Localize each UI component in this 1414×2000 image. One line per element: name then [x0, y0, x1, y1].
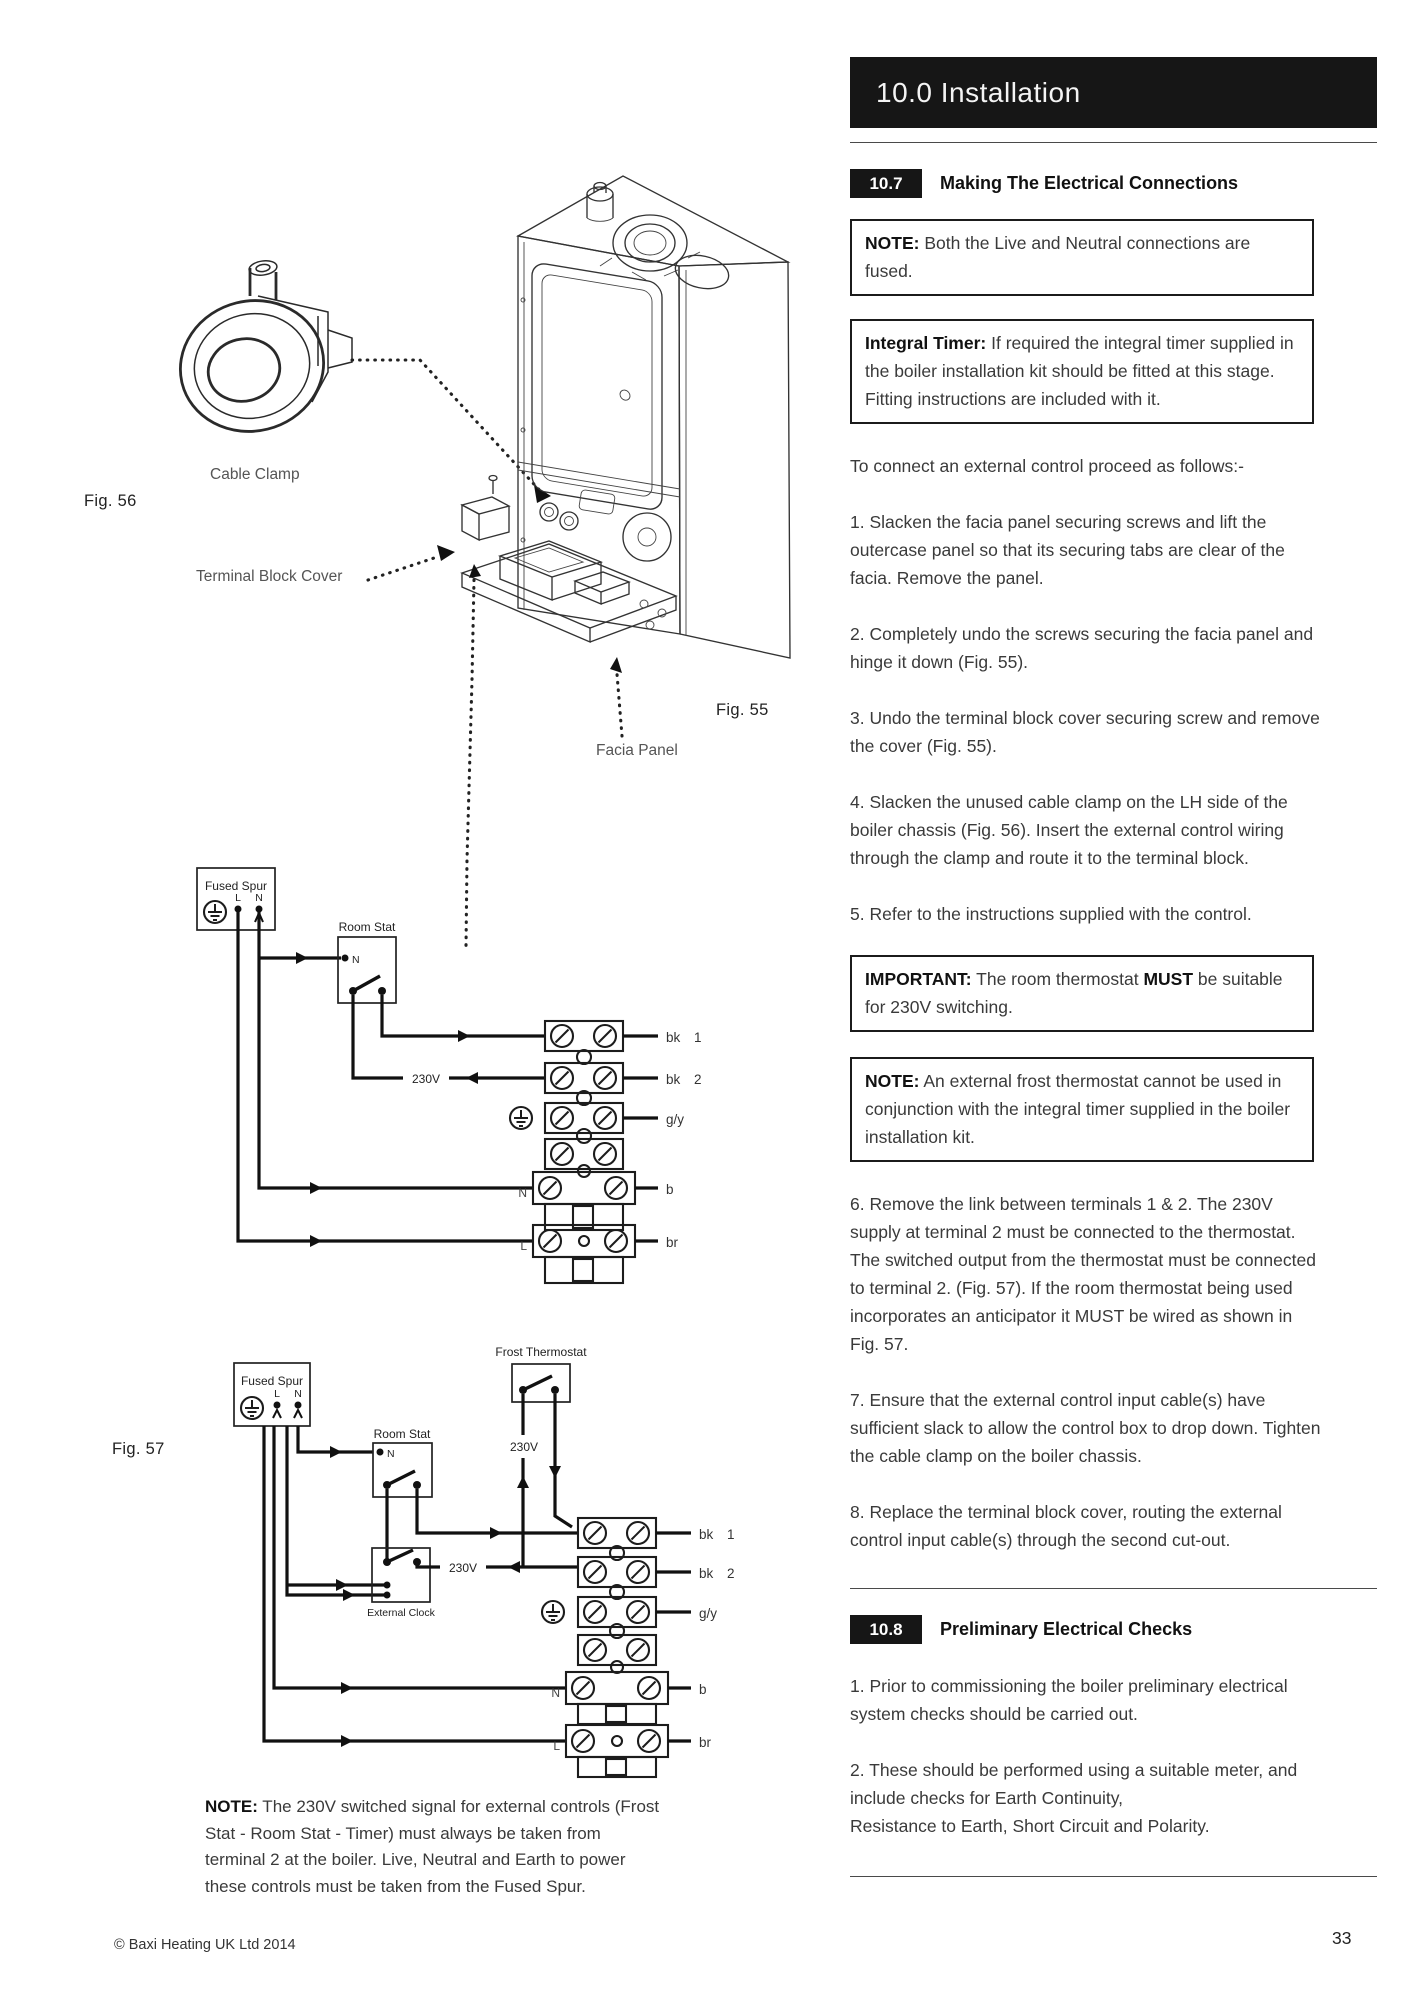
- important-text-2: be suitable for 230V switching.: [865, 969, 1283, 1017]
- important-text-1: The room thermostat: [971, 969, 1144, 989]
- divider: [850, 1876, 1377, 1877]
- page-title: 10.0 Installation: [876, 76, 1081, 108]
- integral-timer-box: Integral Timer: If required the integral…: [850, 319, 1314, 424]
- check-step-1: 1. Prior to commissioning the boiler pre…: [850, 1676, 1288, 1724]
- f57-l-label: L: [274, 1388, 280, 1400]
- important-box: IMPORTANT: The room thermostat MUST be s…: [850, 955, 1314, 1032]
- d1-l-terminal-label: L: [520, 1239, 527, 1253]
- f57-230v-left-label: 230V: [449, 1561, 477, 1575]
- text-column: 10.0 Installation 10.7 Making The Electr…: [850, 57, 1377, 1877]
- f57-terminal-bk2: bk: [699, 1566, 714, 1581]
- figures-artwork: Fused Spur L N Room Stat N: [178, 175, 791, 1779]
- facia-panel-label: Facia Panel: [596, 742, 678, 759]
- terminal-block-cover-label: Terminal Block Cover: [196, 568, 343, 585]
- step-2: 2. Completely undo the screws securing t…: [850, 624, 1314, 672]
- f57-room-stat-label: Room Stat: [374, 1427, 431, 1441]
- f57-n-terminal-label: N: [551, 1686, 560, 1700]
- d1-terminal-bk2: bk: [666, 1072, 681, 1087]
- intro-paragraph: To connect an external control proceed a…: [850, 456, 1244, 476]
- wiring-diagram-1: Fused Spur L N Room Stat N: [196, 867, 702, 1285]
- check-step-2: 2. These should be performed using a sui…: [850, 1760, 1298, 1836]
- figure-note-label: NOTE:: [205, 1797, 258, 1816]
- step-3: 3. Undo the terminal block cover securin…: [850, 708, 1320, 756]
- d1-fused-spur-label: Fused Spur: [205, 879, 267, 893]
- d1-stat-n-label: N: [352, 954, 360, 966]
- f57-l-terminal-label: L: [553, 1739, 560, 1753]
- integral-timer-text: If required the integral timer supplied …: [865, 333, 1294, 409]
- step-8: 8. Replace the terminal block cover, rou…: [850, 1502, 1282, 1550]
- note-text: Both the Live and Neutral connections ar…: [865, 233, 1251, 281]
- f57-terminal-gy: g/y: [699, 1606, 717, 1621]
- d1-terminal-bk2-num: 2: [694, 1072, 702, 1087]
- d1-terminal-br: br: [666, 1235, 679, 1250]
- section-10-8-heading: 10.8 Preliminary Electrical Checks: [850, 1615, 1377, 1644]
- note-box-frost: NOTE: An external frost thermostat canno…: [850, 1057, 1314, 1162]
- d1-l-label: L: [235, 892, 241, 904]
- fig56-cable-clamp-drawing: [178, 260, 551, 503]
- note2-text: An external frost thermostat cannot be u…: [865, 1071, 1291, 1147]
- f57-terminal-b: b: [699, 1682, 707, 1697]
- f57-terminal-bk1: bk: [699, 1527, 714, 1542]
- step-7: 7. Ensure that the external control inpu…: [850, 1390, 1321, 1466]
- section-header-bar: 10.0 Installation: [850, 57, 1377, 128]
- integral-timer-label: Integral Timer:: [865, 333, 987, 353]
- f57-fused-spur-label: Fused Spur: [241, 1374, 303, 1388]
- f57-frost-label: Frost Thermostat: [495, 1345, 587, 1359]
- f57-n-label: N: [294, 1388, 302, 1400]
- fig56-caption: Fig. 56: [84, 492, 137, 510]
- note-box-fused: NOTE: Both the Live and Neutral connecti…: [850, 219, 1314, 296]
- section-title: Preliminary Electrical Checks: [940, 1619, 1193, 1639]
- f57-230v-up-label: 230V: [510, 1440, 538, 1454]
- page-number: 33: [1332, 1928, 1352, 1948]
- f57-stat-n-label: N: [387, 1448, 395, 1460]
- f57-terminal-bk2-num: 2: [727, 1566, 735, 1581]
- section-title: Making The Electrical Connections: [940, 173, 1239, 193]
- important-label: IMPORTANT:: [865, 969, 972, 989]
- copyright: © Baxi Heating UK Ltd 2014: [114, 1937, 296, 1953]
- note2-label: NOTE:: [865, 1071, 920, 1091]
- figure-note: NOTE: The 230V switched signal for exter…: [205, 1794, 660, 1900]
- d1-room-stat-label: Room Stat: [339, 920, 396, 934]
- d1-230v-label: 230V: [412, 1072, 440, 1086]
- step-4: 4. Slacken the unused cable clamp on the…: [850, 792, 1288, 868]
- divider: [850, 142, 1377, 143]
- fig57-caption: Fig. 57: [112, 1440, 165, 1458]
- figure-note-text: The 230V switched signal for external co…: [205, 1797, 660, 1896]
- fig55-caption: Fig. 55: [716, 701, 769, 719]
- f57-terminal-bk1-num: 1: [727, 1527, 735, 1542]
- section-number-badge: 10.7: [850, 169, 922, 198]
- d1-terminal-b: b: [666, 1182, 674, 1197]
- fig55-boiler-drawing: [366, 175, 791, 949]
- fig57-wiring-diagram: Fused Spur L N Room Stat N: [233, 1345, 735, 1779]
- section-10-7-heading: 10.7 Making The Electrical Connections: [850, 169, 1377, 198]
- d1-terminal-gy: g/y: [666, 1112, 684, 1127]
- divider: [850, 1588, 1377, 1589]
- d1-terminal-bk1-num: 1: [694, 1030, 702, 1045]
- note-label: NOTE:: [865, 233, 920, 253]
- d1-n-terminal-label: N: [518, 1186, 527, 1200]
- d1-n-label: N: [255, 892, 263, 904]
- step-1: 1. Slacken the facia panel securing scre…: [850, 512, 1285, 588]
- important-bold: MUST: [1143, 969, 1194, 989]
- d1-terminal-bk1: bk: [666, 1030, 681, 1045]
- section-number-badge: 10.8: [850, 1615, 922, 1644]
- step-5: 5. Refer to the instructions supplied wi…: [850, 904, 1252, 924]
- step-6: 6. Remove the link between terminals 1 &…: [850, 1194, 1316, 1354]
- cable-clamp-label: Cable Clamp: [210, 466, 300, 483]
- f57-clock-label: External Clock: [367, 1607, 435, 1619]
- f57-terminal-br: br: [699, 1735, 712, 1750]
